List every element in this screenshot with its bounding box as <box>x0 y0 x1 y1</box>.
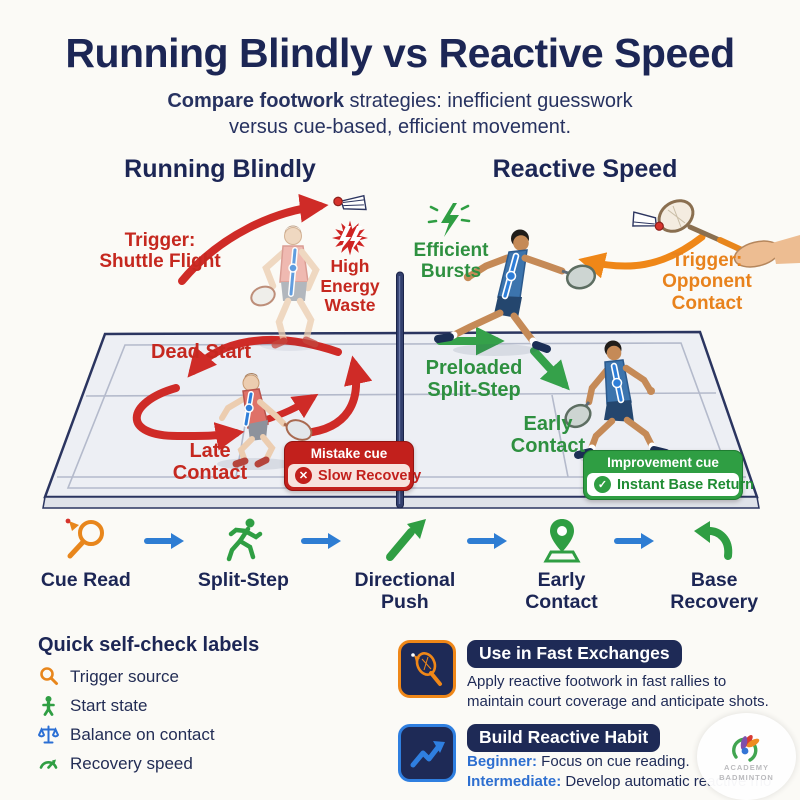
return-arrow-icon <box>694 521 733 560</box>
list-item: Recovery speed <box>38 753 368 774</box>
selfcheck-title: Quick self-check labels <box>38 634 260 656</box>
orange-arrow <box>578 233 706 279</box>
runner-icon <box>227 518 263 562</box>
flow-arrow <box>143 532 186 550</box>
player-ghost-runner <box>250 225 320 351</box>
page-title: Running Blindly vs Reactive Speed <box>65 30 735 76</box>
label-dead-start: Dead Start <box>150 341 252 363</box>
shuttlecock-icon <box>333 194 367 211</box>
label-preloaded-split-step: Preloaded Split-Step <box>425 357 523 402</box>
improvement-cue-badge: Improvement cue ✓ Instant Base Return <box>583 450 754 500</box>
callout-title: Use in Fast Exchanges <box>467 640 682 668</box>
callout-build-habit: Build Reactive Habit Beginner: Focus on … <box>398 724 773 793</box>
label-late-contact: Late Contact <box>172 440 248 485</box>
badge-text: Instant Base Return <box>617 476 754 493</box>
label-high-energy-waste: High Energy Waste <box>320 256 380 316</box>
energy-burst-icon <box>332 220 368 256</box>
trend-up-tile-icon <box>398 724 456 782</box>
shuttlecock-icon <box>632 211 664 231</box>
label-efficient-bursts: Efficient Bursts <box>413 240 489 283</box>
flow-row: Cue Read Split-Step Directional Push <box>28 516 772 614</box>
list-item: Start state <box>38 695 368 716</box>
opponent-racket-hand <box>632 199 800 268</box>
player-late-contact <box>217 373 313 470</box>
flow-step-directional-push: Directional Push <box>343 516 466 614</box>
page-subtitle: Compare footwork strategies: inefficient… <box>167 90 633 138</box>
list-item: Trigger source <box>38 666 368 687</box>
gauge-icon <box>39 759 58 769</box>
badge-header: Mistake cue <box>310 446 388 461</box>
label-trigger-opponent: Trigger: Opponent Contact <box>662 250 752 314</box>
spark-icon <box>427 203 471 237</box>
label-trigger-shuttle: Trigger: Shuttle Flight <box>99 230 221 273</box>
mistake-cue-badge: Mistake cue ✕ Slow Recovery <box>284 441 421 491</box>
list-item: Balance on contact <box>38 724 368 745</box>
badge-text: Slow Recovery <box>318 467 422 484</box>
flow-step-base-recovery: Base Recovery <box>656 516 772 614</box>
magnifier-icon <box>40 667 58 685</box>
callout-fast-exchanges: Use in Fast Exchanges Apply reactive foo… <box>398 640 773 711</box>
person-icon <box>42 696 55 716</box>
flow-step-split-step: Split-Step <box>186 516 302 592</box>
flow-arrow <box>301 532 343 550</box>
callout-boxes: Use in Fast Exchanges Apply reactive foo… <box>398 640 773 800</box>
left-section-title: Running Blindly <box>124 155 316 183</box>
balance-scale-icon <box>38 725 59 744</box>
circle-check-icon: ✓ <box>594 476 611 493</box>
callout-line: Beginner: Focus on cue reading. <box>467 753 690 770</box>
arrow-up-right-icon <box>385 519 426 561</box>
flow-arrow <box>614 532 656 550</box>
label-early-contact: Early Contact <box>510 413 586 458</box>
badge-header: Improvement cue <box>607 455 719 470</box>
callout-title: Build Reactive Habit <box>467 724 661 752</box>
right-section-title: Reactive Speed <box>492 155 678 183</box>
racket-cue-icon <box>65 518 104 559</box>
flow-step-early-contact: Early Contact <box>509 516 615 614</box>
racket-tile-icon <box>398 640 456 698</box>
shuttle-logo-icon <box>731 734 759 762</box>
map-pin-icon <box>542 519 581 563</box>
flow-arrow <box>466 532 509 550</box>
callout-body: Apply reactive footwork in fast rallies … <box>467 673 769 710</box>
circle-x-icon: ✕ <box>295 467 312 484</box>
flow-step-cue-read: Cue Read <box>28 516 144 592</box>
selfcheck-panel: Quick self-check labels Trigger source S… <box>38 634 368 782</box>
player-lunging <box>434 229 597 356</box>
